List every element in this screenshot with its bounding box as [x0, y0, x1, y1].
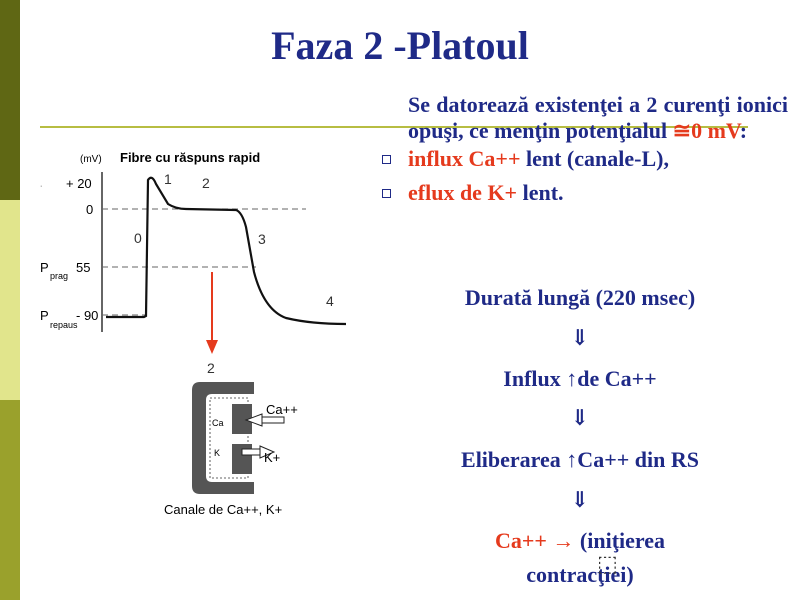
channel-phase-label: 2 [207, 360, 215, 376]
text-block: Se datorează existenţei a 2 curenţi ioni… [382, 92, 788, 214]
phase-4-label: 4 [326, 293, 334, 309]
y-label-prag: prag [50, 271, 68, 281]
intro-text: Se datorează existenţei a 2 curenţi ioni… [408, 92, 788, 143]
k-arrow-head [259, 445, 276, 459]
y-label-p2: P [40, 308, 49, 323]
square-bullet-icon [382, 155, 391, 164]
k-inside-label: K [214, 448, 220, 458]
bullet-k-rest: lent. [517, 180, 564, 205]
bullet-ca-rest: lent (canale-L), [520, 146, 669, 171]
y-label-repaus: repaus [50, 320, 78, 330]
ca-inside-label: Ca [212, 418, 224, 428]
ca-arrow-body [261, 416, 285, 424]
sidebar-bar-bottom [0, 400, 20, 600]
unit-label: (mV) [80, 154, 102, 165]
bullet-item-ca: influx Ca++ lent (canale-L), [382, 146, 788, 172]
initiation-text: (iniţierea [579, 528, 666, 553]
dot-mark: · [40, 183, 42, 190]
ca-channel-block [232, 404, 252, 434]
title-underline [40, 126, 748, 128]
red-arrow-head [206, 340, 218, 354]
phase-3-label: 3 [258, 231, 266, 247]
pointer-cursor-icon: ⬚ [597, 552, 618, 577]
zero-mv-value: 0 mV [691, 118, 740, 143]
y-label-55: 55 [76, 260, 90, 275]
sidebar-bar-top [0, 0, 20, 200]
action-potential-diagram: Fibre cu răspuns rapid (mV) · + 20 0 P p… [36, 132, 356, 552]
k-label: K+ [264, 450, 280, 465]
contraction-line: Ca++ → (iniţierea [380, 528, 780, 554]
channels-caption: Canale de Ca++, K+ [164, 502, 282, 517]
sidebar-bar-middle [0, 200, 20, 400]
y-label-p: P [40, 260, 49, 275]
down-arrow-icon: ⇓ [570, 405, 590, 430]
k-arrow-body [241, 448, 261, 456]
slide-title: Faza 2 -Platoul [271, 23, 529, 68]
down-arrow-icon: ⇓ [570, 325, 590, 350]
intro-paragraph: Se datorează existenţei a 2 curenţi ioni… [408, 92, 788, 144]
duration-line: Durată lungă (220 msec) [464, 285, 696, 310]
square-bullet-icon [382, 189, 391, 198]
bullet-k-lead: eflux de K+ [408, 180, 518, 205]
diagram-svg: Fibre cu răspuns rapid (mV) · + 20 0 P p… [40, 150, 347, 517]
phase-2-label: 2 [202, 175, 210, 191]
approx-symbol: ≅ [672, 118, 692, 143]
intro-colon: : [739, 118, 748, 143]
action-potential-curve [106, 176, 347, 326]
bullet-ca-lead: influx Ca++ [408, 146, 521, 171]
phase-1-label: 1 [164, 171, 172, 187]
influx-line: Influx ↑de Ca++ [503, 366, 657, 391]
down-arrow-icon: ⇓ [570, 487, 590, 512]
bullet-list: influx Ca++ lent (canale-L), eflux de K+… [382, 146, 788, 206]
phase-0-label: 0 [134, 230, 142, 246]
diagram-header: Fibre cu răspuns rapid [120, 150, 260, 165]
y-label-zero: 0 [86, 202, 93, 217]
cell-membrane-shape [192, 382, 254, 494]
y-label-plus20: + 20 [66, 176, 92, 191]
ca-label: Ca++ [266, 402, 298, 417]
bullet-item-k: eflux de K+ lent. [382, 180, 788, 206]
y-label-minus90: - 90 [76, 308, 98, 323]
release-line: Eliberarea ↑Ca++ din RS [461, 447, 699, 472]
contraction-line-2: contracţiei) [526, 562, 634, 587]
ca-arrow-text: Ca++ → [494, 528, 580, 553]
